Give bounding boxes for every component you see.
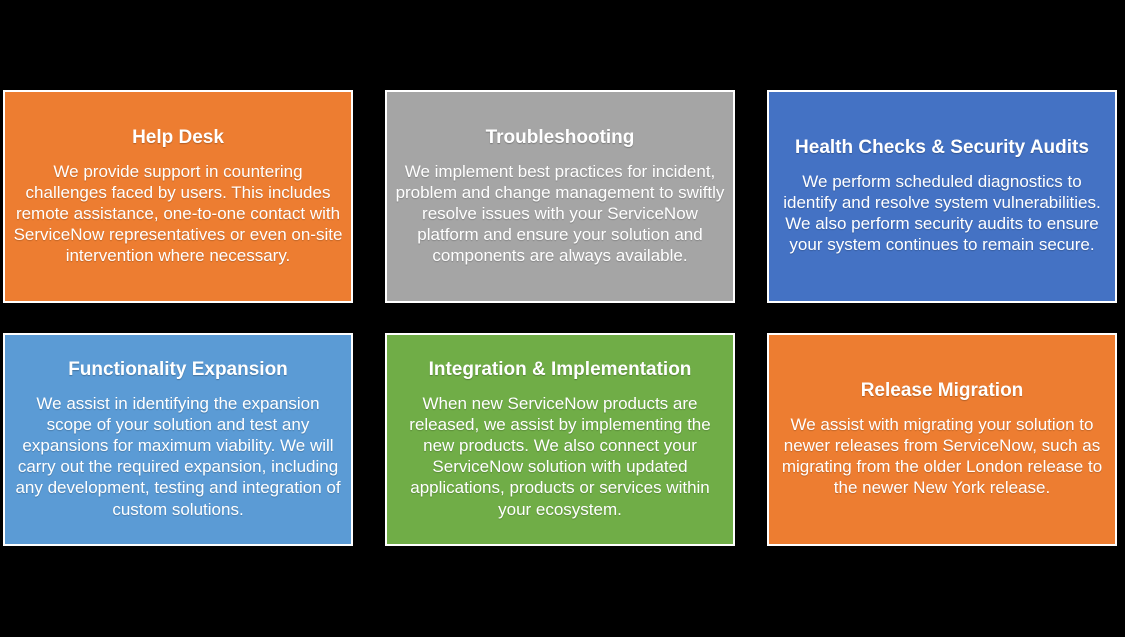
card-title: Integration & Implementation bbox=[428, 359, 692, 381]
card-title: Troubleshooting bbox=[485, 126, 635, 148]
card-help-desk: Help Desk We provide support in counteri… bbox=[3, 90, 353, 303]
card-health-checks-security-audits: Health Checks & Security Audits We perfo… bbox=[767, 90, 1117, 303]
card-release-migration: Release Migration We assist with migrati… bbox=[767, 333, 1117, 546]
card-title: Health Checks & Security Audits bbox=[795, 137, 1089, 159]
card-functionality-expansion: Functionality Expansion We assist in ide… bbox=[3, 333, 353, 546]
card-title: Release Migration bbox=[860, 380, 1024, 402]
card-body: We assist with migrating your solution t… bbox=[781, 415, 1103, 498]
card-title: Functionality Expansion bbox=[68, 359, 288, 381]
card-title: Help Desk bbox=[132, 126, 224, 148]
service-cards-grid: Help Desk We provide support in counteri… bbox=[3, 90, 1117, 546]
card-body: We assist in identifying the expansion s… bbox=[15, 394, 341, 519]
card-body: We perform scheduled diagnostics to iden… bbox=[783, 172, 1101, 255]
card-integration-implementation: Integration & Implementation When new Se… bbox=[385, 333, 735, 546]
card-body: We implement best practices for incident… bbox=[395, 161, 725, 266]
card-troubleshooting: Troubleshooting We implement best practi… bbox=[385, 90, 735, 303]
card-body: We provide support in countering challen… bbox=[13, 161, 343, 266]
card-body: When new ServiceNow products are release… bbox=[409, 394, 711, 519]
